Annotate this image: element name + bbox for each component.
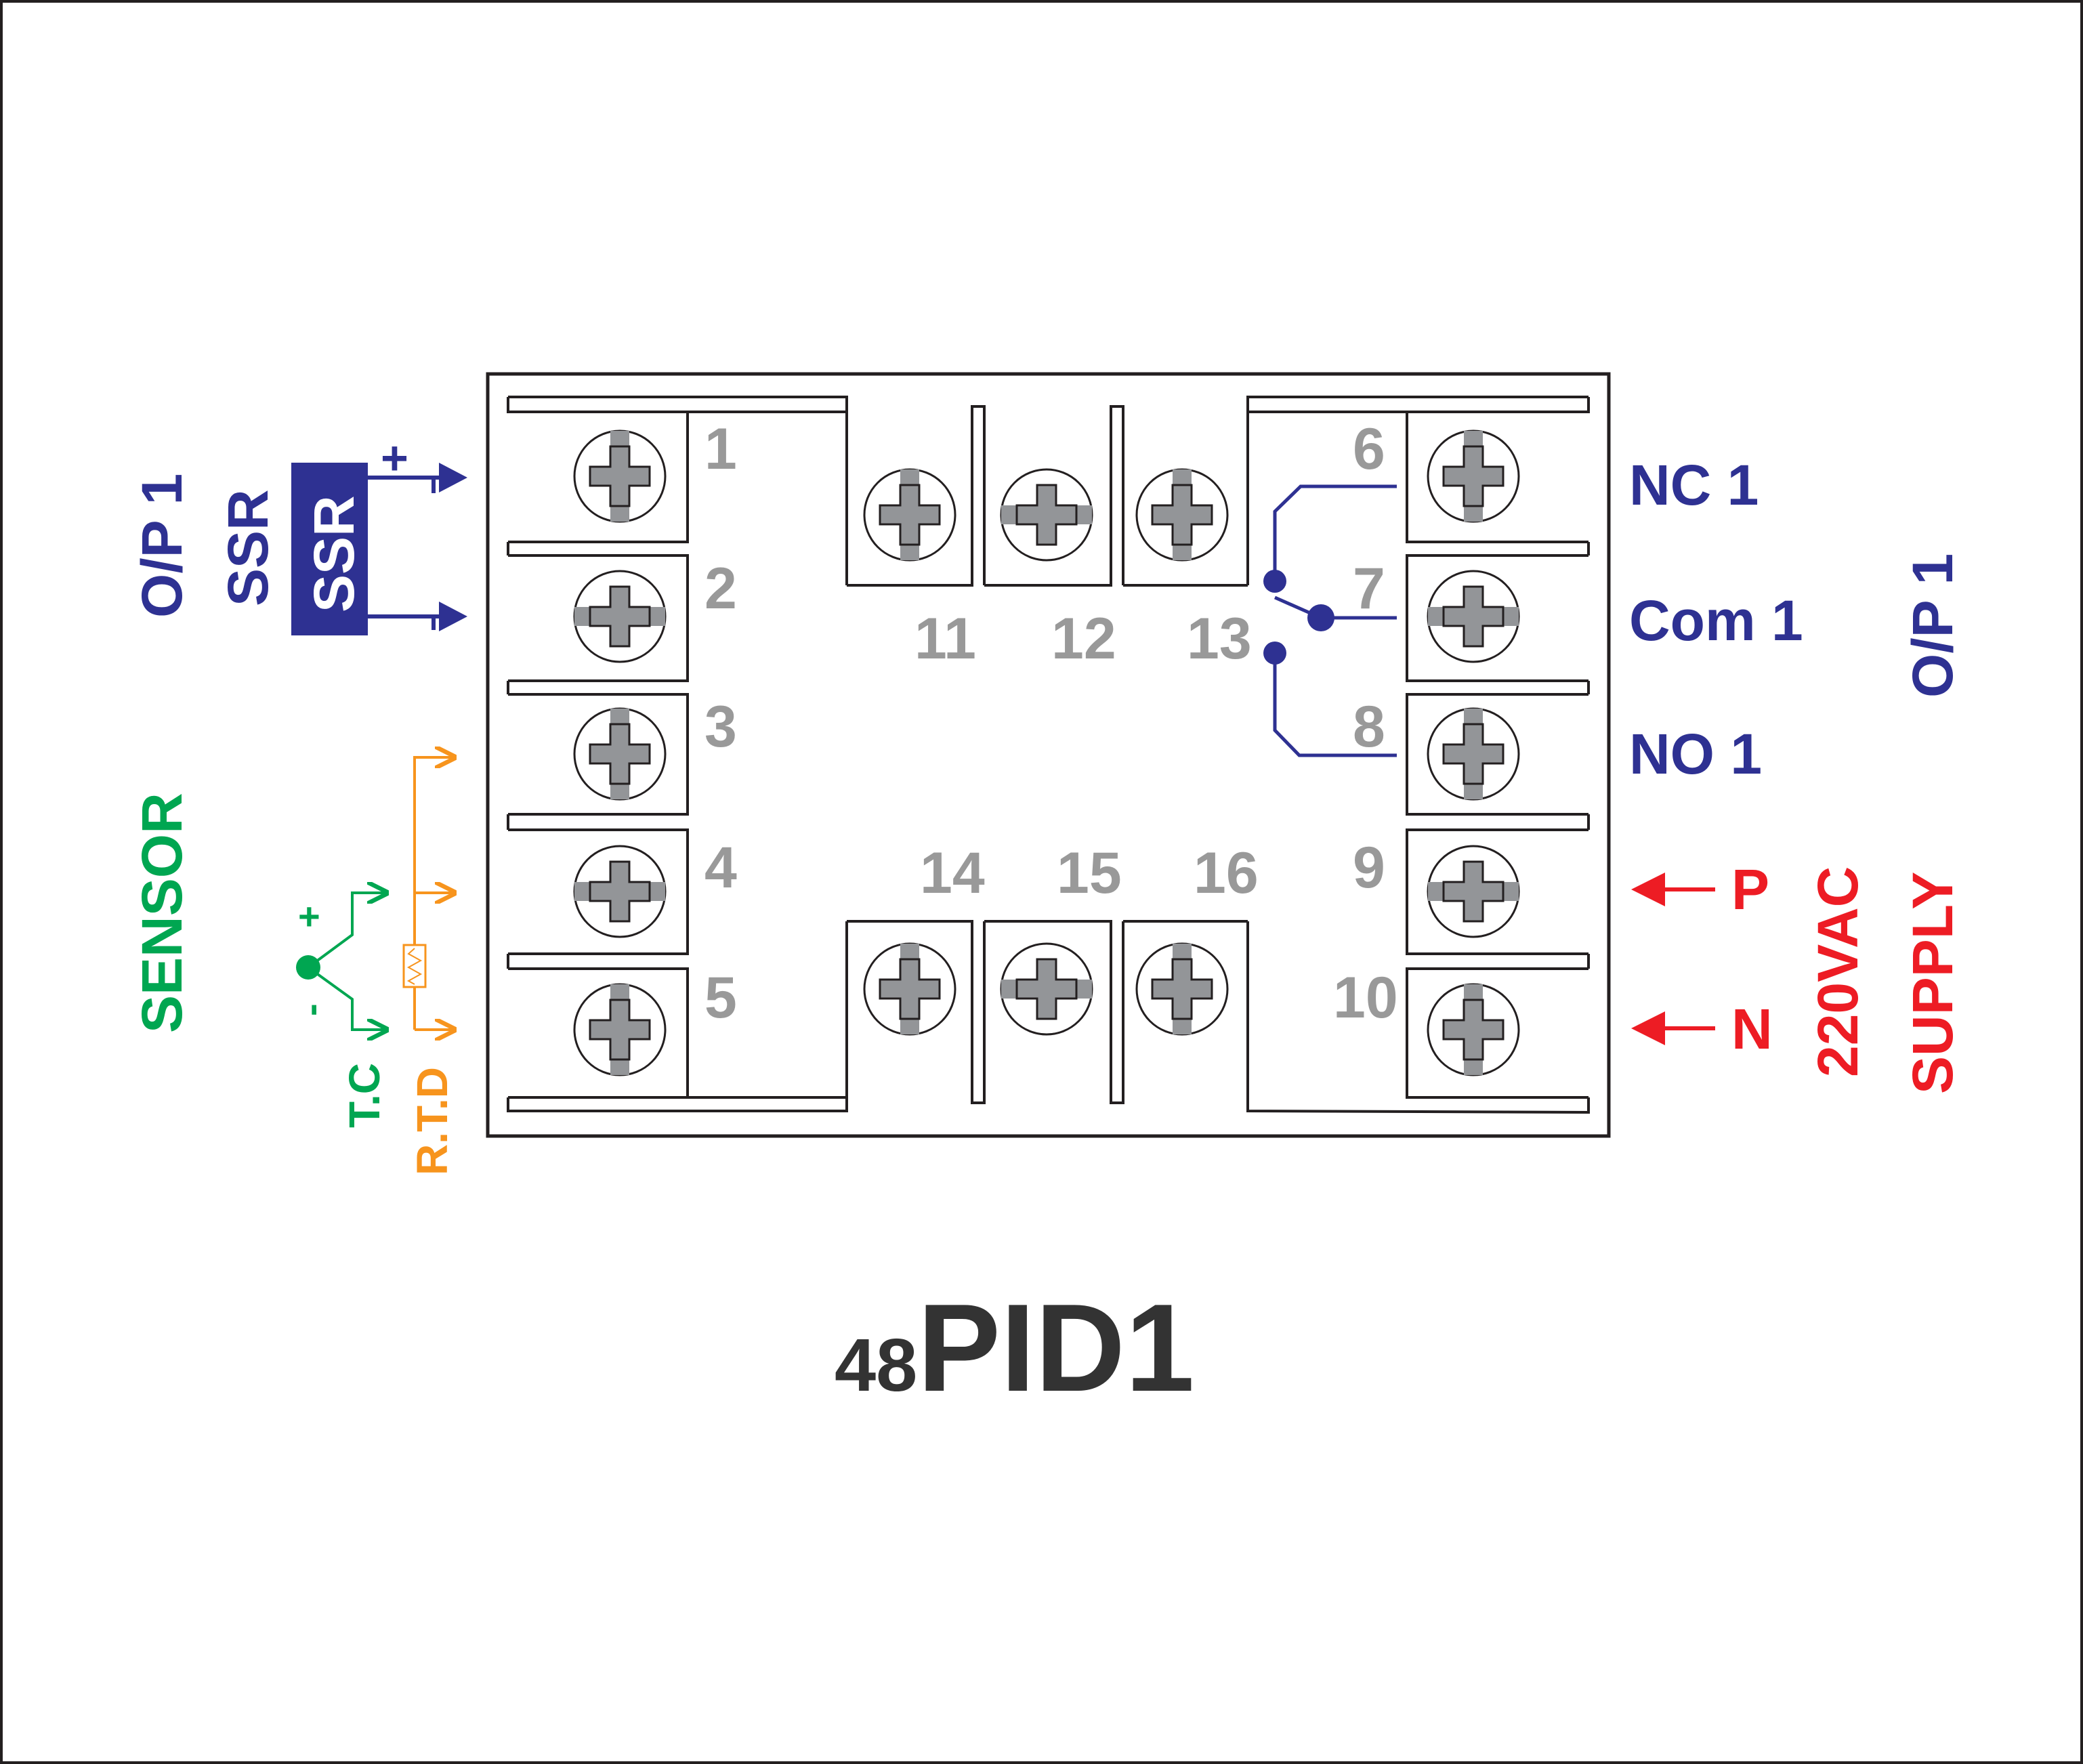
model-title-prefix: 48 [835, 1324, 917, 1407]
ssr-caption: SSR [216, 489, 280, 606]
terminal-number: 9 [1353, 835, 1385, 900]
screw-group [573, 429, 1520, 1076]
terminal-number: 3 [704, 694, 737, 759]
terminal-number: 7 [1353, 556, 1385, 621]
screw-icon [573, 983, 667, 1076]
neutral-label: N [1731, 997, 1773, 1061]
screw-icon [1135, 942, 1229, 1036]
right-terminal-strip [1246, 396, 1590, 1114]
screw-icon [1135, 468, 1229, 562]
rtd-label: R.T.D [408, 1067, 457, 1175]
nc1-label: NC 1 [1629, 453, 1759, 517]
supply-arrows [1631, 873, 1715, 1045]
bottom-terminal-block [847, 920, 1248, 1104]
screw-icon [573, 570, 667, 663]
screw-icon [1000, 468, 1093, 562]
screw-icon [863, 468, 956, 562]
ssr-plus-sign: + [381, 432, 408, 484]
screw-icon [1427, 707, 1520, 801]
terminal-number: 16 [1194, 841, 1259, 906]
supply-label: SUPPLY [1901, 872, 1964, 1094]
ssr-minus-sign: - [331, 587, 384, 603]
terminal-number: 1 [704, 417, 737, 482]
sensor-label: SENSOR [130, 793, 194, 1033]
no1-label: NO 1 [1629, 722, 1762, 786]
relay-com-dot [1307, 604, 1334, 631]
screw-icon [1427, 845, 1520, 938]
relay-no-dot [1263, 642, 1286, 665]
tc-junction-dot [296, 955, 320, 980]
screw-icon [863, 942, 956, 1036]
screw-icon [1000, 942, 1093, 1036]
screw-icon [1427, 570, 1520, 663]
terminal-number: 15 [1057, 841, 1122, 906]
com1-label: Com 1 [1629, 589, 1803, 652]
screw-icon [573, 429, 667, 523]
terminal-number: 2 [704, 556, 737, 621]
ssr-box [291, 463, 368, 635]
model-title: 48PID1 [835, 1278, 1194, 1417]
top-terminal-block [847, 405, 1248, 587]
relay-nc-dot [1263, 570, 1286, 593]
screw-icon [573, 707, 667, 801]
model-title-main: PID1 [917, 1278, 1194, 1417]
op1-left-label: O/P 1 [130, 474, 194, 618]
tc-minus-sign: - [289, 1003, 332, 1016]
ssr-box-label: SSR [302, 495, 366, 612]
tc-plus-sign: + [298, 895, 320, 938]
terminal-number: 8 [1353, 694, 1385, 759]
tc-label: T.C [340, 1063, 389, 1128]
terminal-number: 12 [1051, 606, 1116, 671]
terminal-number: 11 [914, 606, 976, 671]
terminal-number: 4 [704, 835, 737, 900]
terminal-number: 5 [704, 965, 737, 1030]
left-terminal-strip [507, 396, 848, 1112]
terminal-number: 10 [1333, 965, 1398, 1030]
terminal-number: 6 [1353, 417, 1385, 482]
terminal-number: 14 [920, 841, 985, 906]
screw-icon [1427, 983, 1520, 1076]
voltage-label: 220VAC [1806, 866, 1870, 1077]
tc-wiring [307, 893, 386, 1030]
op1-right-label: O/P 1 [1901, 553, 1964, 698]
phase-label: P [1731, 858, 1769, 921]
ssr-arrowheads [439, 463, 467, 631]
screw-icon [1427, 429, 1520, 523]
screw-icon [573, 845, 667, 938]
rtd-wiring [413, 757, 454, 1030]
rtd-resistor-icon [402, 944, 427, 988]
terminal-number: 13 [1187, 606, 1252, 671]
rtd-resistor-zigzag [406, 948, 423, 985]
